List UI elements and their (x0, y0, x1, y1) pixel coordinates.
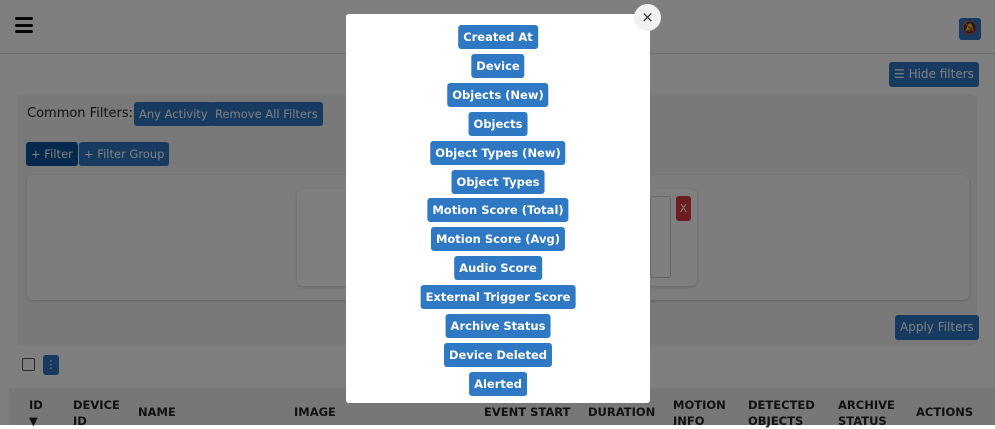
column-option-button[interactable]: Motion Score (Total) (427, 198, 569, 223)
column-option-button[interactable]: External Trigger Score (420, 285, 576, 310)
column-option-button[interactable]: Alerted (469, 371, 527, 396)
column-option-button[interactable]: Archive Status (445, 314, 551, 338)
column-option-button[interactable]: Device (471, 53, 525, 78)
column-option-button[interactable]: Motion Score (Avg) (430, 227, 566, 252)
column-option-button[interactable]: Created At (458, 25, 538, 49)
column-option-button[interactable]: Objects (468, 111, 528, 136)
column-option-button[interactable]: Object Types (New) (430, 140, 566, 165)
column-option-button[interactable]: Object Types (451, 169, 545, 194)
column-option-button[interactable]: Objects (New) (447, 82, 549, 107)
column-option-button[interactable]: Audio Score (454, 256, 542, 281)
column-option-button[interactable]: Device Deleted (443, 342, 553, 367)
close-modal-button[interactable]: × (634, 4, 661, 31)
